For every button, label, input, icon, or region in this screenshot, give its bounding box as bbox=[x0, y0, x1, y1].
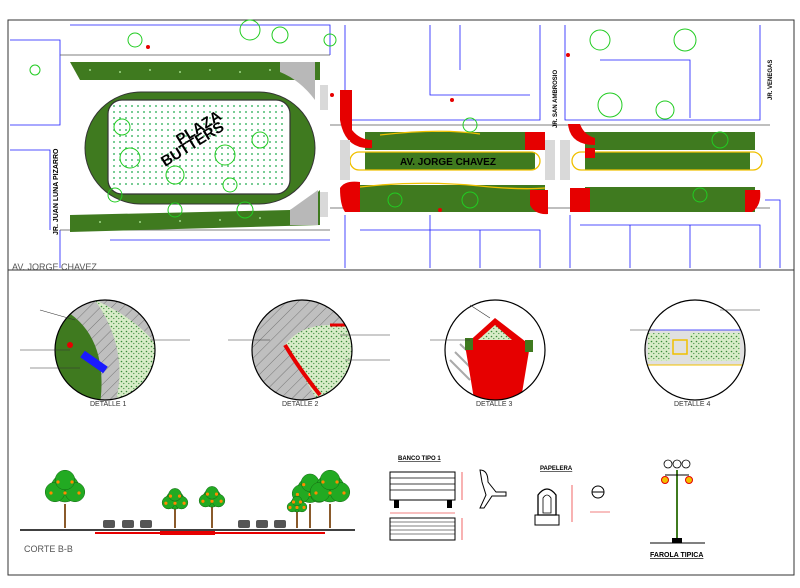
detail-2-leaders bbox=[228, 334, 390, 361]
planter-dots bbox=[89, 69, 271, 223]
red-corner-bulbouts bbox=[340, 90, 761, 215]
section-benches bbox=[103, 520, 286, 528]
median-1-top bbox=[365, 132, 535, 150]
section-trees bbox=[44, 469, 351, 528]
banco-title: BANCO TIPO 1 bbox=[398, 456, 441, 462]
median-outlines bbox=[349, 130, 763, 190]
detail-1-label: DETALLE 1 bbox=[90, 401, 127, 408]
section-title: AV. JORGE CHAVEZ bbox=[12, 262, 97, 272]
detail-3-leaders bbox=[430, 304, 491, 341]
street-trees bbox=[29, 28, 729, 209]
banco-tipo-1: BANCO TIPO 1 bbox=[389, 456, 507, 541]
crosswalks bbox=[320, 85, 570, 217]
plaza-bottom-planter bbox=[70, 190, 320, 232]
detail-3: DETALLE 3 bbox=[430, 299, 546, 408]
papelera: PAPELERA bbox=[534, 466, 610, 526]
avenue-label: AV. JORGE CHAVEZ bbox=[400, 157, 496, 168]
detail-1: DETALLE 1 bbox=[20, 299, 190, 408]
farola-title: FAROLA TIPICA bbox=[650, 552, 703, 559]
detail-2-label: DETALLE 2 bbox=[282, 401, 319, 408]
street-name-right: JR. VENEGAS bbox=[768, 60, 774, 100]
plaza-corner-paving-top bbox=[280, 62, 315, 100]
detail-3-label: DETALLE 3 bbox=[476, 401, 513, 408]
median-2-bottom bbox=[585, 187, 755, 212]
plan-view: PLAZA BUTTERS bbox=[10, 19, 781, 268]
plaza-top-planter bbox=[70, 62, 320, 80]
plaza-trees bbox=[107, 19, 289, 219]
street-name-mid: JR. SAN AMBROSIO bbox=[553, 70, 559, 128]
detail-4-label: DETALLE 4 bbox=[674, 401, 711, 408]
farola-tipica: FAROLA TIPICA bbox=[650, 459, 705, 559]
plaza-corner-paving-bottom bbox=[290, 190, 318, 225]
median-2-top bbox=[585, 132, 755, 150]
detail-4-leaders bbox=[630, 309, 760, 331]
detail-1-leaders bbox=[20, 309, 190, 369]
plaza-inner-field bbox=[107, 99, 291, 195]
corte-title: CORTE B-B bbox=[24, 544, 73, 554]
median-2-center bbox=[585, 152, 750, 170]
papelera-title: PAPELERA bbox=[540, 466, 573, 472]
section-corte-bb: CORTE B-B bbox=[20, 469, 355, 554]
detail-4: DETALLE 4 bbox=[630, 299, 760, 408]
street-name-left: JR. JUAN LUNA PIZARRO bbox=[53, 148, 60, 235]
detail-2: DETALLE 2 bbox=[228, 299, 390, 408]
property-lines bbox=[10, 24, 781, 268]
median-1-center bbox=[365, 152, 535, 170]
plan-markers bbox=[146, 45, 570, 212]
median-1-bottom bbox=[360, 185, 545, 212]
